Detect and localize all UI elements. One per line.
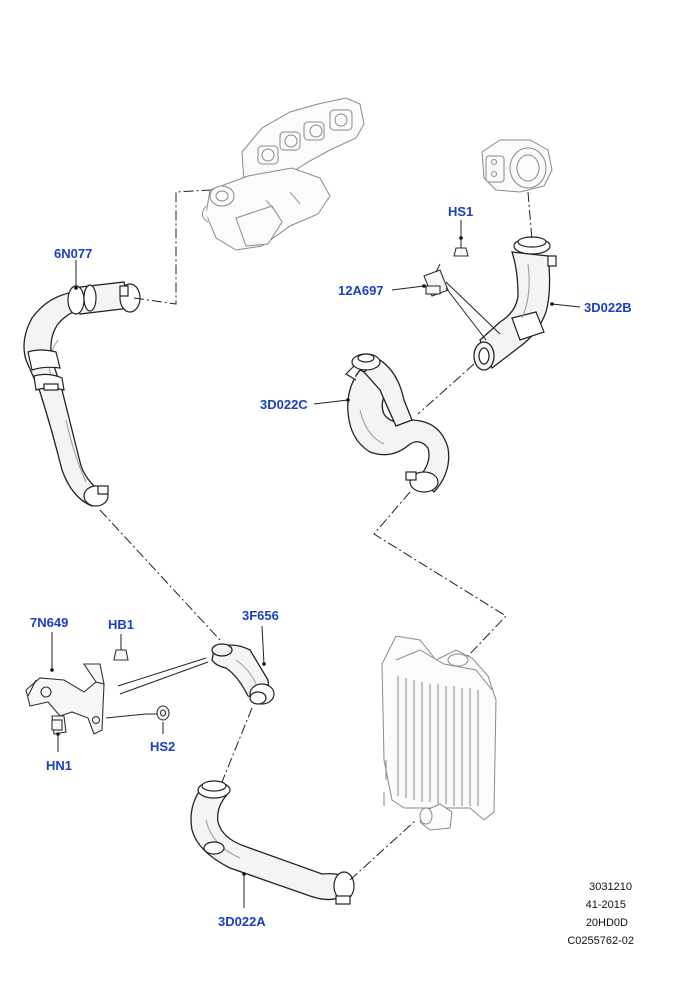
sensor-12A697 — [423, 263, 449, 297]
screw-HS2 — [146, 705, 170, 721]
bolt-HB1 — [113, 638, 129, 661]
hose-3F656 — [211, 643, 275, 705]
label-3D022B[interactable]: 3D022B — [584, 300, 632, 315]
screw-HS1 — [453, 236, 469, 257]
label-HB1[interactable]: HB1 — [108, 617, 134, 632]
label-6N077[interactable]: 6N077 — [54, 246, 92, 261]
label-3D022A[interactable]: 3D022A — [218, 914, 266, 929]
routing-lines — [99, 189, 533, 881]
label-HS2[interactable]: HS2 — [150, 739, 175, 754]
turbocharger-manifold — [202, 97, 365, 251]
footer-line-2: 41-2015 — [586, 899, 626, 911]
hose-3D022B — [473, 236, 557, 371]
throttle-body — [481, 139, 553, 193]
footer-line-1: 3031210 — [589, 881, 632, 893]
leader-lines — [50, 220, 581, 908]
label-7N649[interactable]: 7N649 — [30, 615, 68, 630]
hose-6N077 — [23, 281, 141, 507]
label-12A697[interactable]: 12A697 — [338, 283, 384, 298]
nut-HN1 — [51, 719, 63, 731]
footer-line-3: 20HD0D — [586, 917, 628, 929]
hose-3D022C — [345, 353, 450, 493]
hose-3D022A — [190, 780, 355, 905]
label-3D022C[interactable]: 3D022C — [260, 397, 308, 412]
bracket-7N649 — [25, 663, 105, 735]
label-3F656[interactable]: 3F656 — [242, 608, 279, 623]
label-HS1[interactable]: HS1 — [448, 204, 473, 219]
part-labels: 6N077 HS1 12A697 3D022B 3D022C 7N649 HB1… — [30, 204, 632, 929]
footer-line-4: C0255762-02 — [567, 935, 634, 947]
intercooler-fins — [397, 676, 479, 806]
footer-reference: 3031210 41-2015 20HD0D C0255762-02 — [567, 881, 634, 947]
label-HN1[interactable]: HN1 — [46, 758, 72, 773]
intercooler — [381, 635, 497, 831]
